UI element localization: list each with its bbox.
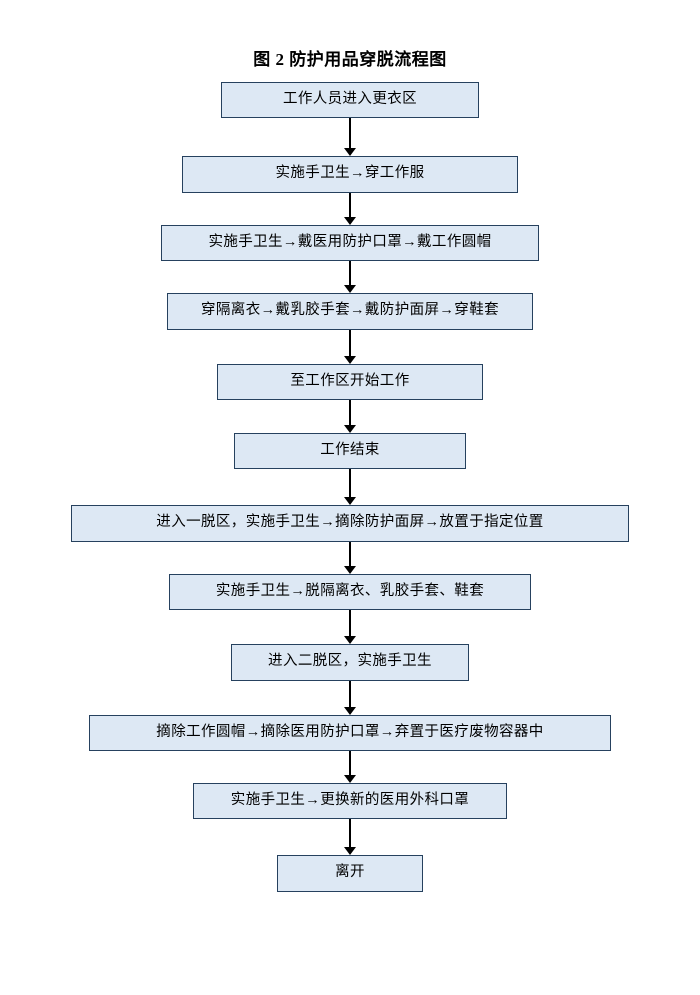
flow-node-1: 工作人员进入更衣区 — [221, 82, 479, 119]
flow-arrow-7 — [0, 541, 700, 574]
flow-arrow-2 — [0, 192, 700, 225]
arrow-icon — [344, 192, 356, 225]
flow-node-10: 摘除工作圆帽→摘除医用防护口罩→弃置于医疗废物容器中 — [89, 714, 611, 751]
flow-node-3: 实施手卫生→戴医用防护口罩→戴工作圆帽 — [161, 224, 539, 262]
flow-node-wrapper: 进入一脱区，实施手卫生→摘除防护面屏→放置于指定位置 — [0, 505, 700, 542]
flow-node-7: 进入一脱区，实施手卫生→摘除防护面屏→放置于指定位置 — [71, 505, 629, 542]
flow-arrow-10 — [0, 750, 700, 783]
flow-node-wrapper: 实施手卫生→更换新的医用外科口罩 — [0, 782, 700, 820]
flow-arrow-11 — [0, 819, 700, 856]
arrow-icon — [344, 541, 356, 574]
flow-node-wrapper: 摘除工作圆帽→摘除医用防护口罩→弃置于医疗废物容器中 — [0, 714, 700, 751]
flow-arrow-8 — [0, 610, 700, 645]
page-title: 图 2 防护用品穿脱流程图 — [253, 50, 447, 69]
flow-node-6: 工作结束 — [234, 432, 466, 470]
flow-node-wrapper: 实施手卫生→穿工作服 — [0, 156, 700, 193]
flow-node-8: 实施手卫生→脱隔离衣、乳胶手套、鞋套 — [169, 573, 531, 611]
flow-arrow-4 — [0, 329, 700, 364]
flow-node-wrapper: 至工作区开始工作 — [0, 363, 700, 400]
arrow-icon — [344, 261, 356, 294]
flow-node-wrapper: 工作结束 — [0, 432, 700, 470]
flow-node-label: 实施手卫生→戴医用防护口罩→戴工作圆帽 — [208, 233, 492, 250]
arrow-icon — [344, 610, 356, 645]
flow-node-12: 离开 — [277, 855, 423, 892]
flow-node-label: 进入一脱区，实施手卫生→摘除防护面屏→放置于指定位置 — [156, 514, 544, 531]
arrow-icon — [344, 399, 356, 433]
flow-node-label: 实施手卫生→更换新的医用外科口罩 — [230, 791, 470, 808]
flow-node-5: 至工作区开始工作 — [217, 363, 483, 400]
arrow-icon — [344, 750, 356, 783]
flow-node-label: 实施手卫生→脱隔离衣、乳胶手套、鞋套 — [215, 582, 485, 599]
flow-arrow-5 — [0, 399, 700, 433]
flow-node-label: 工作结束 — [320, 441, 380, 458]
flow-node-label: 工作人员进入更衣区 — [282, 91, 418, 107]
flow-node-11: 实施手卫生→更换新的医用外科口罩 — [193, 782, 507, 820]
flow-node-label: 实施手卫生→穿工作服 — [275, 165, 425, 182]
flow-node-wrapper: 穿隔离衣→戴乳胶手套→戴防护面屏→穿鞋套 — [0, 293, 700, 330]
flow-node-4: 穿隔离衣→戴乳胶手套→戴防护面屏→穿鞋套 — [167, 293, 533, 330]
flow-node-wrapper: 离开 — [0, 855, 700, 892]
flow-node-label: 离开 — [335, 864, 365, 881]
flow-node-wrapper: 进入二脱区，实施手卫生 — [0, 644, 700, 681]
flow-node-wrapper: 实施手卫生→脱隔离衣、乳胶手套、鞋套 — [0, 573, 700, 611]
flow-node-label: 进入二脱区，实施手卫生 — [268, 653, 432, 670]
flow-arrow-3 — [0, 261, 700, 294]
flow-node-label: 穿隔离衣→戴乳胶手套→戴防护面屏→穿鞋套 — [201, 302, 499, 319]
flow-node-wrapper: 工作人员进入更衣区 — [0, 82, 700, 119]
flowchart-container: 工作人员进入更衣区实施手卫生→穿工作服实施手卫生→戴医用防护口罩→戴工作圆帽穿隔… — [0, 82, 700, 892]
flow-arrow-6 — [0, 469, 700, 506]
arrow-icon — [344, 469, 356, 506]
flow-node-2: 实施手卫生→穿工作服 — [182, 156, 518, 193]
arrow-icon — [344, 680, 356, 715]
flow-node-label: 至工作区开始工作 — [290, 372, 410, 389]
flow-arrow-9 — [0, 680, 700, 715]
arrow-icon — [344, 329, 356, 364]
flow-node-label: 摘除工作圆帽→摘除医用防护口罩→弃置于医疗废物容器中 — [156, 723, 544, 740]
flow-node-wrapper: 实施手卫生→戴医用防护口罩→戴工作圆帽 — [0, 224, 700, 262]
flow-arrow-1 — [0, 118, 700, 157]
arrow-icon — [344, 819, 356, 856]
flow-node-9: 进入二脱区，实施手卫生 — [231, 644, 469, 681]
arrow-icon — [344, 118, 356, 157]
